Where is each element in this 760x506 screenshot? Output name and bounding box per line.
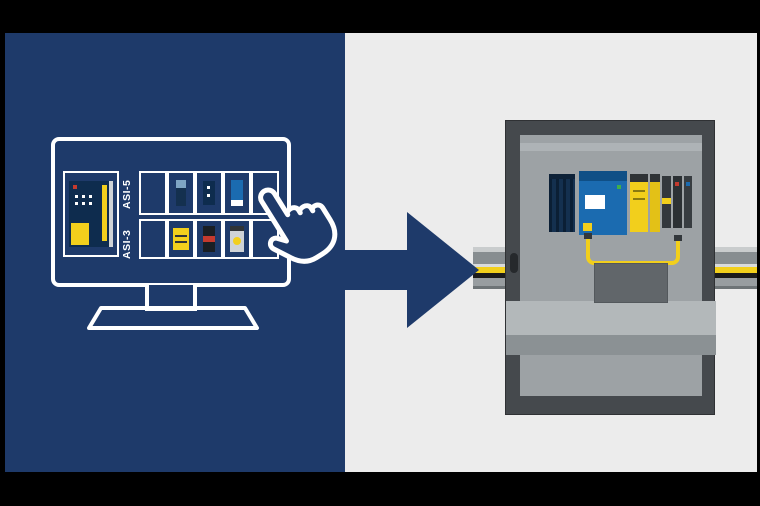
- plc-yellow-detail: [583, 223, 592, 231]
- io-module-1: [662, 176, 671, 228]
- safety-module-yellow-1: [630, 174, 648, 232]
- module-a-icon: [176, 180, 186, 206]
- hand-cursor-icon: [258, 187, 338, 264]
- plc-module: [579, 171, 627, 235]
- safety-module-yellow-2: [650, 174, 660, 232]
- cable-duct-left: [473, 247, 509, 289]
- label-asi5: ASI-5: [121, 179, 133, 209]
- product-tile-module-b: [195, 171, 223, 215]
- yellow-strip-icon: [102, 185, 107, 241]
- io-module-3: [684, 176, 692, 228]
- featured-product-tile: [63, 171, 119, 257]
- cabinet-door-handle: [510, 253, 518, 273]
- yellow-module-icon: [173, 228, 189, 250]
- control-cabinet: [505, 120, 716, 415]
- software-panel: ASI-5 ASI-3: [5, 33, 345, 472]
- label-asi3: ASI-3: [121, 229, 133, 259]
- led-dot-icon: [73, 185, 77, 189]
- mounting-plate: [506, 135, 716, 396]
- light-edge-icon: [109, 181, 113, 247]
- yellow-block-icon: [71, 223, 89, 245]
- io-module-2: [673, 176, 682, 228]
- monitor-screen: ASI-5 ASI-3: [51, 137, 291, 287]
- featured-product-image: [69, 181, 113, 247]
- product-tile-red-module: [195, 219, 223, 259]
- product-tile-module-c: [223, 171, 251, 215]
- arrow-icon: [335, 212, 479, 328]
- monitor-illustration: ASI-5 ASI-3: [51, 137, 338, 337]
- panel-light-band: [506, 301, 716, 335]
- button-module-icon: [230, 226, 244, 252]
- module-b-icon: [203, 181, 215, 205]
- terminal-dots-icon: [75, 195, 78, 198]
- product-tile-module-a: [167, 171, 195, 215]
- product-tile-empty-1: [139, 171, 167, 215]
- plc-label: [585, 195, 605, 209]
- plc-led-icon: [617, 185, 621, 189]
- red-module-icon: [203, 226, 215, 252]
- product-tile-button-module: [223, 219, 251, 259]
- cable-duct-right: [711, 247, 757, 289]
- panel-dark-band: [506, 335, 716, 355]
- plc-header: [579, 171, 627, 181]
- illustration-stage: ASI-5 ASI-3: [5, 33, 757, 472]
- product-tile-empty-2: [139, 219, 167, 259]
- panel-top-stripe: [520, 143, 702, 151]
- panel-cutout: [594, 263, 668, 303]
- monitor-stand-base: [87, 306, 259, 330]
- module-c-icon: [231, 180, 243, 206]
- terminal-block-module: [549, 174, 575, 232]
- product-tile-yellow-module: [167, 219, 195, 259]
